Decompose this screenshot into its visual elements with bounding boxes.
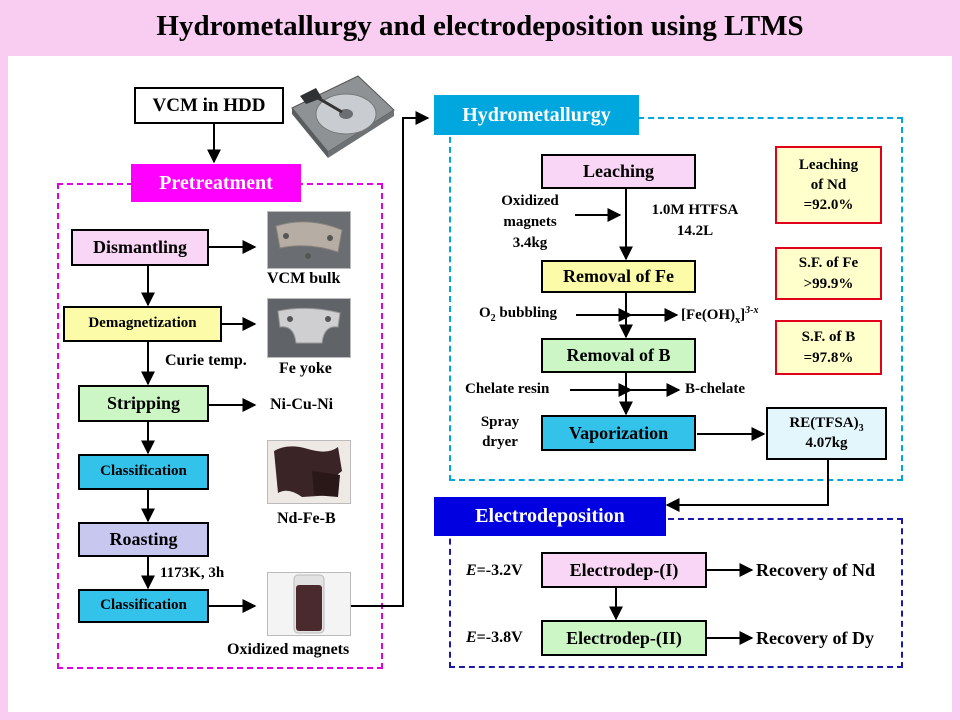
reagent-line-1: 1.0M HTFSA (651, 202, 739, 218)
vcm-bulk-photo (267, 211, 351, 269)
reagent-line-2: 14.2L (676, 223, 714, 239)
nd-fe-b-photo (267, 440, 351, 504)
o2-rest: bubbling (495, 305, 557, 321)
b-chelate-label: B-chelate (685, 381, 745, 397)
o2-main: O (479, 305, 491, 321)
step-leaching: Leaching (541, 154, 696, 189)
feoh-sup: 3-x (745, 305, 759, 316)
condition-roasting: 1173K, 3h (160, 565, 225, 581)
o2-sub: 2 (490, 313, 496, 324)
output-recovery-nd: Recovery of Nd (756, 560, 875, 580)
step-classification-2: Classification (78, 589, 209, 623)
o2-bubbling-label: O2 bubbling (479, 305, 557, 324)
result-1-line-1: Leaching (798, 156, 859, 173)
step-roasting: Roasting (78, 522, 209, 557)
potential-1-symbol: E (466, 562, 477, 579)
result-sf-fe: S.F. of Fe >99.9% (775, 247, 882, 300)
feoh-sub: x (735, 315, 741, 326)
step-electrodep-1: Electrodep-(I) (541, 552, 707, 588)
product-sub: 3 (858, 423, 864, 435)
result-3-line-1: S.F. of B (801, 329, 856, 346)
result-1-line-2: of Nd (810, 176, 847, 193)
potential-2: E=-3.8V (466, 629, 523, 647)
feoh-close: ] (740, 307, 746, 323)
condition-curie-temp: Curie temp. (165, 352, 247, 369)
step-removal-of-fe: Removal of Fe (541, 260, 696, 293)
input-line-1: Oxidized (501, 193, 559, 209)
spray-line-2: dryer (482, 434, 518, 451)
potential-2-value: =-3.8V (476, 629, 523, 646)
feoh-main: [Fe(OH) (681, 307, 736, 323)
spray-dryer-label: Spray dryer (468, 412, 532, 453)
result-1-line-3: =92.0% (803, 197, 854, 214)
step-vaporization: Vaporization (541, 415, 696, 451)
result-leaching-nd: Leaching of Nd =92.0% (775, 146, 882, 224)
oxidized-magnets-input: Oxidized magnets 3.4kg (484, 191, 576, 254)
product-vcm-bulk: VCM bulk (267, 270, 341, 287)
step-classification-1: Classification (78, 454, 209, 490)
electrodeposition-header: Electrodeposition (434, 497, 666, 536)
vcm-in-hdd-box: VCM in HDD (134, 87, 284, 124)
fe-hydroxide-label: [Fe(OH)x]3-x (681, 305, 758, 326)
result-sf-b: S.F. of B =97.8% (775, 320, 882, 375)
potential-1: E=-3.2V (466, 562, 523, 580)
product-nd-fe-b: Nd-Fe-B (277, 510, 336, 527)
result-2-line-2: >99.9% (803, 275, 854, 292)
product-fe-yoke: Fe yoke (279, 360, 332, 377)
spray-line-1: Spray (480, 414, 520, 430)
page-title: Hydrometallurgy and electrodeposition us… (156, 10, 804, 42)
oxidized-magnets-photo (267, 572, 351, 636)
hard-disk-drive-photo (288, 68, 396, 161)
step-stripping: Stripping (78, 385, 209, 422)
product-oxidized-magnets: Oxidized magnets (227, 641, 350, 658)
hydrometallurgy-header: Hydrometallurgy (434, 95, 639, 135)
output-recovery-dy: Recovery of Dy (756, 628, 874, 648)
product-re-tfsa: RE(TFSA)3 4.07kg (766, 407, 887, 460)
product-ni-cu-ni: Ni-Cu-Ni (270, 396, 334, 413)
leaching-reagent: 1.0M HTFSA 14.2L (632, 200, 758, 242)
step-removal-of-b: Removal of B (541, 338, 696, 373)
step-dismantling: Dismantling (71, 229, 209, 266)
hydrometallurgy-frame (449, 117, 903, 481)
step-demagnetization: Demagnetization (63, 306, 222, 342)
result-3-line-2: =97.8% (803, 349, 854, 366)
pretreatment-header: Pretreatment (131, 164, 301, 202)
input-line-2: magnets (503, 214, 557, 230)
chelate-resin-label: Chelate resin (465, 381, 550, 397)
electrodeposition-frame (449, 518, 903, 668)
step-electrodep-2: Electrodep-(II) (541, 620, 707, 656)
input-line-3: 3.4kg (512, 235, 548, 251)
potential-2-symbol: E (466, 629, 477, 646)
potential-1-value: =-3.2V (476, 562, 523, 579)
fe-yoke-photo (267, 298, 351, 358)
result-2-line-1: S.F. of Fe (798, 255, 859, 272)
product-mass: 4.07kg (805, 434, 848, 451)
product-main: RE(TFSA) (789, 415, 859, 432)
